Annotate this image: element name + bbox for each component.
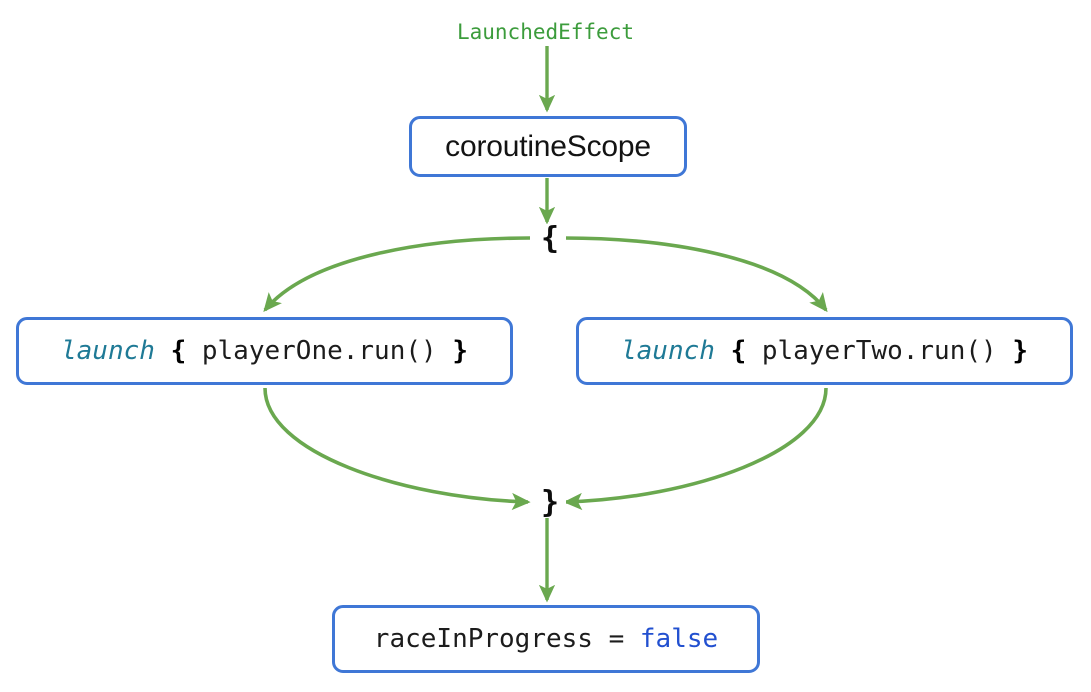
node-launch-player-one[interactable]: launch { playerOne.run() } xyxy=(16,317,513,385)
edge-open-brace-to-launch-left xyxy=(263,236,531,313)
keyword-launch-left: launch xyxy=(60,336,155,366)
close-brace-glyph: } xyxy=(534,488,566,518)
race-assignment-text: raceInProgress = xyxy=(373,624,640,654)
node-coroutine-scope[interactable]: coroutineScope xyxy=(409,116,687,177)
node-launch-player-two-code: launch { playerTwo.run() } xyxy=(621,336,1028,366)
race-value-false: false xyxy=(639,624,719,654)
node-launch-player-two[interactable]: launch { playerTwo.run() } xyxy=(576,317,1073,385)
edge-open-brace-to-launch-right xyxy=(563,236,828,313)
open-brace-glyph: { xyxy=(534,224,566,254)
node-race-in-progress-code: raceInProgress = false xyxy=(374,624,718,654)
body-launch-right: playerTwo.run() xyxy=(761,336,997,366)
edge-launch-right-to-close-brace xyxy=(563,387,828,511)
node-race-in-progress[interactable]: raceInProgress = false xyxy=(332,605,760,673)
node-launch-player-one-code: launch { playerOne.run() } xyxy=(61,336,468,366)
close-brace-left: } xyxy=(452,336,468,366)
open-brace-left: { xyxy=(170,336,187,366)
close-brace-right: } xyxy=(1012,336,1028,366)
body-launch-left: playerOne.run() xyxy=(201,336,437,366)
open-brace-right: { xyxy=(730,336,747,366)
keyword-launch-right: launch xyxy=(620,336,715,366)
node-coroutine-scope-label: coroutineScope xyxy=(445,129,651,163)
edge-launch-left-to-close-brace xyxy=(263,387,531,511)
launchedeffect-label: LaunchedEffect xyxy=(456,20,634,44)
